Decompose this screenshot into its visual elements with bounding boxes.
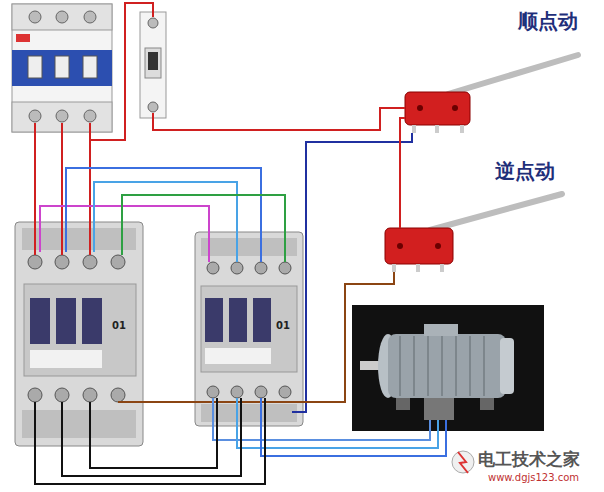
micro-switch-reverse xyxy=(385,194,562,272)
three-pole-breaker xyxy=(12,4,112,132)
contactor-model: 01 xyxy=(276,320,290,331)
contactor-model: 01 xyxy=(112,320,126,331)
watermark-url: www.dgjs123.com xyxy=(488,472,579,483)
switch-label: 逆点动 xyxy=(495,158,555,185)
contactor-right xyxy=(195,232,303,426)
switch-label-box: 顺点动 xyxy=(395,2,600,135)
motor-photo xyxy=(352,305,544,431)
watermark-logo xyxy=(452,451,474,473)
single-pole-breaker xyxy=(140,12,166,118)
watermark: 电工技术之家 xyxy=(478,448,580,471)
switch-label-box: 逆点动 xyxy=(375,152,595,276)
wire-connector xyxy=(399,135,401,152)
micro-switch-forward xyxy=(405,55,578,133)
wires xyxy=(35,3,446,484)
switch-label: 顺点动 xyxy=(518,8,578,35)
